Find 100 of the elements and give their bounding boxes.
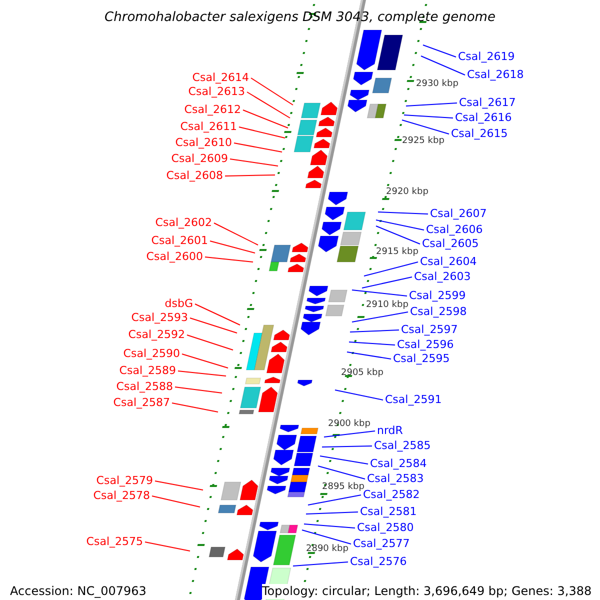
gene-label: Csal_2599 xyxy=(409,289,466,302)
leader-line xyxy=(182,354,228,368)
leader-line xyxy=(302,530,352,544)
footer-text: Accession: NC_007963 xyxy=(10,584,146,599)
scale-tick-label: 2890 kbp xyxy=(306,544,348,554)
leader-line xyxy=(172,402,218,412)
gene-label: Csal_2613 xyxy=(188,85,245,98)
gene-label: Csal_2615 xyxy=(451,127,508,140)
leader-line xyxy=(194,304,240,326)
scale-tick-label: 2930 kbp xyxy=(416,80,458,88)
gene-label: Csal_2587 xyxy=(113,396,170,409)
gene-label: Csal_2597 xyxy=(401,323,458,336)
gene-label: Csal_2609 xyxy=(171,152,228,165)
gene-label: Csal_2592 xyxy=(128,328,185,341)
leader-line xyxy=(214,222,258,246)
gene-label: Csal_2583 xyxy=(367,472,424,485)
leader-line xyxy=(190,318,238,334)
leader-line xyxy=(304,524,356,528)
leader-line xyxy=(186,334,234,350)
gene-label: Csal_2577 xyxy=(353,537,410,550)
leader-line xyxy=(246,92,290,118)
gene-label: Csal_2579 xyxy=(96,474,153,487)
gene-label: Csal_2608 xyxy=(166,169,223,182)
gene-label: Csal_2581 xyxy=(360,505,417,518)
gene-label: nrdR xyxy=(377,424,403,437)
gene-label: Csal_2590 xyxy=(123,347,180,360)
leader-line xyxy=(406,102,458,106)
gene-label: Csal_2582 xyxy=(363,488,420,501)
leader-line xyxy=(178,370,226,376)
leader-line xyxy=(230,158,278,166)
leader-line xyxy=(242,110,288,128)
gene-label: Csal_2578 xyxy=(93,489,150,502)
gene-label: Csal_2617 xyxy=(459,96,516,109)
gene-label: Csal_2595 xyxy=(393,352,450,365)
gene-label: Csal_2601 xyxy=(151,234,208,247)
leader-line xyxy=(352,290,408,296)
leader-line xyxy=(204,256,254,262)
scale-tick-label: 2900 kbp xyxy=(328,420,370,428)
gene-label: Csal_2607 xyxy=(430,207,487,220)
leader-line xyxy=(378,212,428,214)
scale-tick-label: 2895 kbp xyxy=(322,482,364,492)
leader-line xyxy=(376,220,424,230)
gene-label: Csal_2576 xyxy=(350,555,407,568)
leader-line xyxy=(250,78,294,106)
gene-label: Csal_2612 xyxy=(184,103,241,116)
gene-label: Csal_2591 xyxy=(385,393,442,406)
gene-label: Csal_2616 xyxy=(455,111,512,124)
gene-label: Csal_2614 xyxy=(192,71,249,84)
leader-line xyxy=(320,456,368,464)
gene-label: Csal_2602 xyxy=(155,216,212,229)
gene-label: Csal_2606 xyxy=(426,223,483,236)
scale-tick-label: 2910 kbp xyxy=(366,300,408,310)
leader-line xyxy=(402,120,450,134)
scale-tick-label: 2915 kbp xyxy=(376,248,418,256)
scale-tick-label: 2925 kbp xyxy=(402,136,444,146)
leader-line xyxy=(376,226,420,244)
leader-line xyxy=(322,446,372,448)
gene-label: Csal_2584 xyxy=(370,457,427,470)
leader-line xyxy=(306,512,358,514)
scale-tick-label: 2920 kbp xyxy=(386,188,428,196)
gene-label: Csal_2598 xyxy=(410,305,467,318)
gene-label: dsbG xyxy=(164,297,193,310)
leader-line xyxy=(174,386,222,394)
gene-label: Csal_2585 xyxy=(374,439,431,452)
leader-line xyxy=(324,430,376,438)
gene-label: Csal_2604 xyxy=(420,255,477,268)
gene-label: Csal_2610 xyxy=(175,136,232,149)
gene-label: Csal_2600 xyxy=(146,250,203,263)
leader-line xyxy=(352,312,408,322)
leader-line xyxy=(420,56,466,76)
gene-label: Csal_2580 xyxy=(357,521,414,534)
title: Chromohalobacter salexigens DSM 3043, complete genome xyxy=(104,10,496,26)
gene-label: Csal_2575 xyxy=(86,535,143,548)
gene-label: Csal_2589 xyxy=(119,364,176,377)
leader-line xyxy=(234,142,282,152)
leader-line xyxy=(350,330,400,332)
gene-label: Csal_2618 xyxy=(467,68,524,81)
leader-line xyxy=(348,342,396,346)
gene-label: Csal_2593 xyxy=(131,311,188,324)
leader-line xyxy=(334,390,384,400)
leader-line xyxy=(144,542,190,552)
gene-label: Csal_2605 xyxy=(422,237,479,250)
leader-line xyxy=(404,114,454,118)
leader-line xyxy=(362,276,412,288)
gene-label: Csal_2619 xyxy=(458,50,515,63)
footer-text: Topology: circular; Length: 3,696,649 bp; Genes: 3,388 xyxy=(262,584,592,599)
leader-line xyxy=(364,262,418,276)
leader-line xyxy=(224,174,276,176)
leader-line xyxy=(318,466,366,480)
leader-line xyxy=(238,126,286,138)
leader-line xyxy=(292,562,348,566)
gene-label: Csal_2611 xyxy=(180,120,237,133)
leader-line xyxy=(154,480,204,490)
leader-line xyxy=(152,496,200,508)
leader-line xyxy=(210,240,256,254)
scale-tick-label: 2905 kbp xyxy=(341,368,384,378)
leader-line xyxy=(346,352,392,360)
leader-line xyxy=(308,494,362,506)
gene-label: Csal_2603 xyxy=(414,270,471,283)
gene-label: Csal_2588 xyxy=(116,380,173,393)
